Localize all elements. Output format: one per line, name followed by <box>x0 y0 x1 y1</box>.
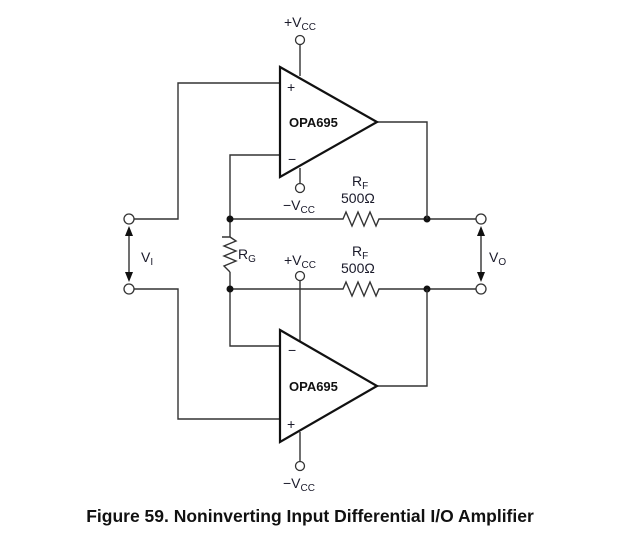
vo-label: VO <box>489 249 506 268</box>
opamp-bottom-body <box>278 328 380 444</box>
junction-dot <box>226 285 234 293</box>
opamp-top-neg-supply-label: −VCC <box>283 197 315 216</box>
supply-pin-bottom-pos <box>294 270 306 282</box>
opamp-top-plus-input: + <box>287 79 295 95</box>
rf-top-label: RF <box>352 173 368 192</box>
gain-network: RG RF 500Ω RF 500Ω <box>222 154 481 347</box>
rf-top-value: 500Ω <box>341 190 375 206</box>
opamp-top: +VCC −VCC + − OPA695 <box>278 14 380 216</box>
opamp-bottom: +VCC −VCC − + OPA695 <box>278 252 380 494</box>
input-terminal-bottom <box>123 283 135 295</box>
vo-arrow-up-icon <box>477 226 485 236</box>
vo-arrow-down-icon <box>477 272 485 282</box>
vi-arrow-down-icon <box>125 272 133 282</box>
rf-bottom-label: RF <box>352 243 368 262</box>
input-terminal-top <box>123 213 135 225</box>
output-wiring: VO <box>377 121 506 387</box>
rf-bottom-value: 500Ω <box>341 260 375 276</box>
rg-label: RG <box>238 246 256 265</box>
supply-pin-top-neg <box>294 182 306 194</box>
opamp-top-pos-supply-label: +VCC <box>284 14 316 33</box>
opamp-top-minus-input: − <box>288 151 296 167</box>
vi-arrow-up-icon <box>125 226 133 236</box>
rf-bottom-resistor <box>230 280 481 298</box>
output-terminal-top <box>475 213 487 225</box>
opamp-bottom-minus-input: − <box>288 342 296 358</box>
figure-caption: Figure 59. Noninverting Input Differenti… <box>86 506 534 526</box>
rf-top-resistor <box>230 210 481 228</box>
opamp-bottom-pos-supply-label: +VCC <box>284 252 316 271</box>
opamp-bottom-neg-supply-label: −VCC <box>283 475 315 494</box>
input-wiring: VI <box>123 82 280 420</box>
supply-pin-bottom-neg <box>294 460 306 472</box>
junction-dot <box>226 215 234 223</box>
rg-resistor <box>222 236 238 273</box>
opamp-top-part-label: OPA695 <box>289 115 338 130</box>
vi-label: VI <box>141 249 153 268</box>
opamp-bottom-plus-input: + <box>287 416 295 432</box>
opamp-top-body <box>278 65 380 179</box>
output-terminal-bottom <box>475 283 487 295</box>
supply-pin-top-pos <box>294 34 306 46</box>
opamp-bottom-part-label: OPA695 <box>289 379 338 394</box>
